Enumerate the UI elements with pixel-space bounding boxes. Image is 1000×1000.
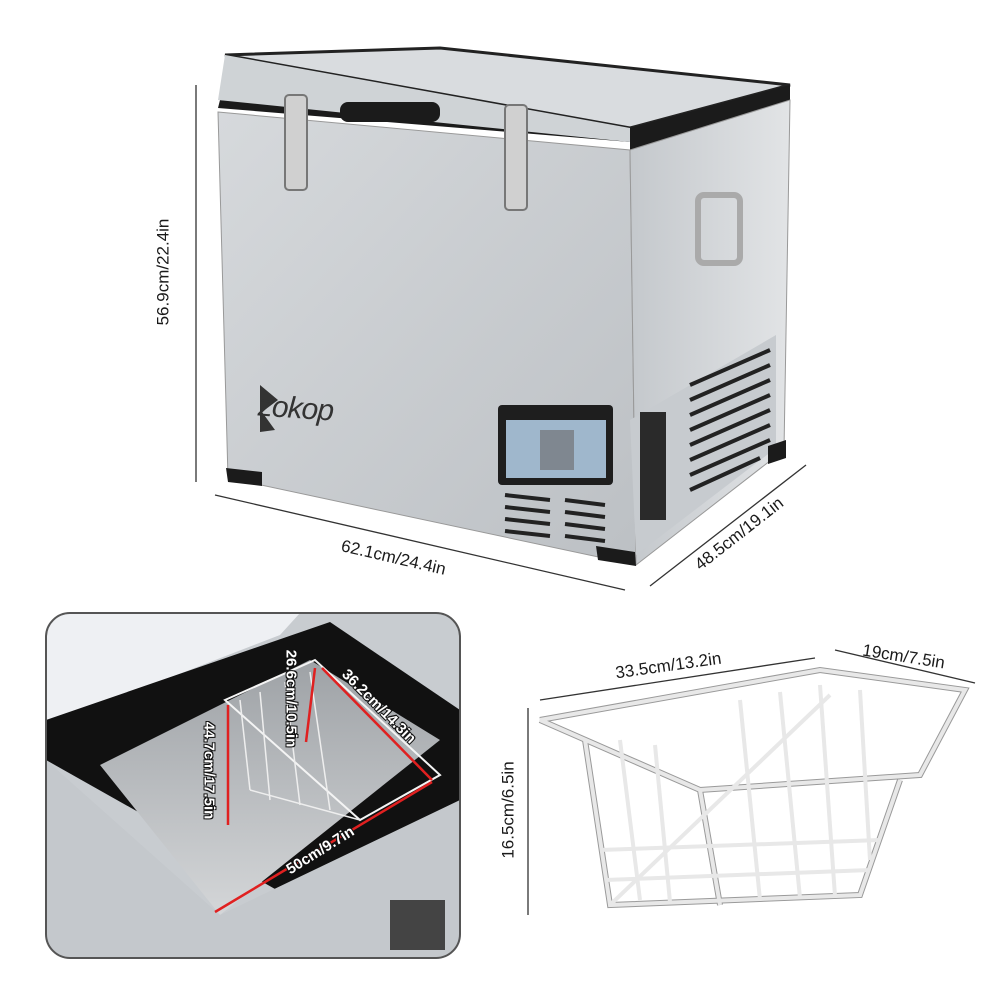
wire-basket	[538, 666, 970, 909]
height-label: 56.9cm/22.4in	[153, 218, 173, 326]
red-dimension-arrows	[214, 667, 433, 914]
power-socket-panel	[640, 412, 666, 520]
front-vents	[504, 493, 606, 543]
interior-depth-label: 44.7cm/17.5in	[200, 721, 218, 820]
lid-handle[interactable]	[340, 102, 440, 122]
main-fridge	[217, 46, 791, 567]
dimension-lines	[195, 85, 976, 915]
brand-logo-mark	[260, 385, 278, 432]
latches[interactable]	[284, 94, 528, 211]
side-handle[interactable]	[695, 192, 743, 266]
brand-logo: zokop	[256, 389, 335, 428]
interior-view-panel	[45, 612, 461, 959]
basket-height-dim: 16.5cm/6.5in	[498, 761, 518, 859]
basket-height-label: 26.6cm/10.5in	[282, 649, 300, 748]
side-vents	[689, 348, 771, 492]
